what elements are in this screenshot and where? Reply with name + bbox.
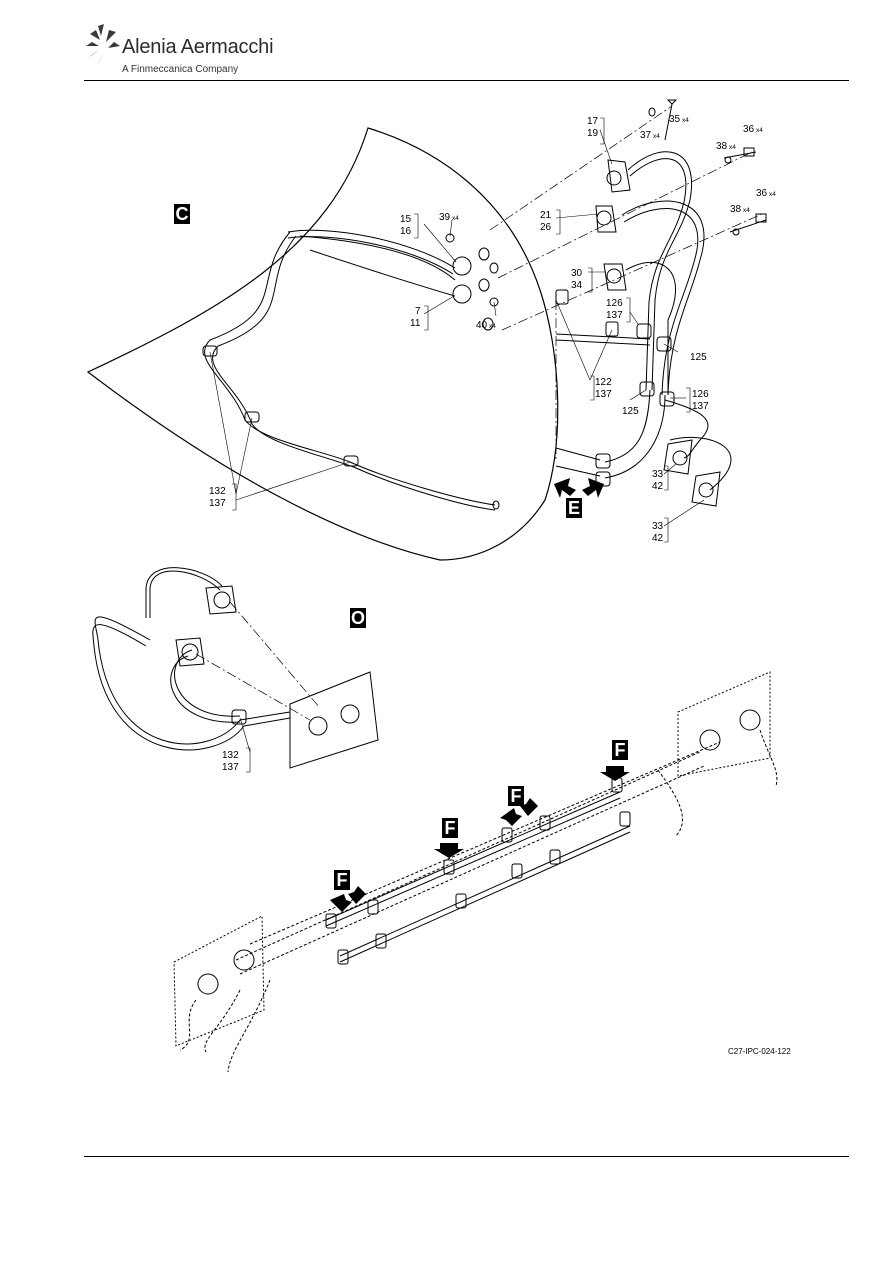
callout-15: 15 (400, 214, 412, 225)
view-tag-e: E (566, 498, 582, 518)
callout-40-mult: x4 (489, 323, 496, 330)
view-tag-o: O (350, 608, 366, 628)
view-o-centerlines (195, 601, 321, 721)
callout-35: 35 (669, 114, 681, 125)
view-tag-c: C (174, 204, 190, 224)
callout-34: 34 (571, 280, 583, 291)
centerlines (489, 105, 763, 460)
callout-38a: 38 (716, 141, 728, 152)
svg-text:F: F (615, 740, 626, 760)
callout-17: 17 (587, 116, 599, 127)
view-e-arrows (554, 478, 604, 498)
callout-38b: 38 (730, 204, 742, 215)
view-tag-f-1: F (612, 740, 628, 760)
footer-rule (84, 1156, 849, 1157)
callout-137d: 137 (209, 498, 226, 509)
view-tag-f-2: F (508, 786, 524, 806)
callout-137b: 137 (595, 389, 612, 400)
callout-125a: 125 (690, 352, 707, 363)
callout-126a: 126 (606, 298, 623, 309)
svg-text:F: F (337, 870, 348, 890)
callout-36b: 36 (756, 188, 768, 199)
callout-42b: 42 (652, 533, 664, 544)
callout-39-mult: x4 (452, 215, 459, 222)
callout-137c: 137 (692, 401, 709, 412)
company-logo: Alenia Aermacchi A Finmeccanica Company (84, 22, 274, 82)
company-subtitle: A Finmeccanica Company (122, 64, 239, 75)
svg-text:C: C (176, 204, 189, 224)
callout-36a-mult: x4 (756, 127, 763, 134)
callout-7: 7 (415, 306, 421, 317)
callout-labels: 17 19 35 x4 37 x4 36 x4 38 x4 36 x4 38 x… (209, 114, 776, 773)
view-f-arrows (330, 766, 630, 912)
callout-39: 39 (439, 212, 451, 223)
view-o-detail (92, 567, 379, 769)
callout-36b-mult: x4 (769, 191, 776, 198)
callout-126b: 126 (692, 389, 709, 400)
callout-132b: 132 (222, 750, 239, 761)
callout-40: 40 (476, 320, 488, 331)
panel-outline (86, 127, 559, 561)
header-rule (84, 80, 849, 81)
callout-132a: 132 (209, 486, 226, 497)
callout-16: 16 (400, 226, 412, 237)
callout-19: 19 (587, 128, 599, 139)
fastener-hardware (648, 99, 767, 236)
callout-42a: 42 (652, 481, 664, 492)
callout-125b: 125 (622, 406, 639, 417)
callout-brackets (232, 117, 691, 773)
view-tag-f-4: F (334, 870, 350, 890)
callout-36a: 36 (743, 124, 755, 135)
callout-26: 26 (540, 222, 552, 233)
view-tag-f-3: F (442, 818, 458, 838)
callout-37-mult: x4 (653, 133, 660, 140)
callout-37: 37 (640, 130, 652, 141)
callout-38a-mult: x4 (729, 144, 736, 151)
right-harness (555, 151, 732, 491)
logo-mark-icon (86, 24, 120, 66)
rail-clamps (325, 777, 631, 965)
callout-122: 122 (595, 377, 612, 388)
panel-clamps (202, 345, 359, 467)
callout-137e: 137 (222, 762, 239, 773)
svg-text:O: O (351, 608, 365, 628)
company-name: Alenia Aermacchi (122, 36, 274, 58)
callout-21: 21 (540, 210, 552, 221)
callout-137a: 137 (606, 310, 623, 321)
callout-38b-mult: x4 (743, 207, 750, 214)
rail-assembly (173, 671, 778, 1073)
callout-30: 30 (571, 268, 583, 279)
svg-text:E: E (568, 498, 580, 518)
clamp-leader-lines (209, 351, 351, 501)
callout-33b: 33 (652, 521, 664, 532)
callout-11: 11 (410, 318, 421, 329)
leader-lines (423, 129, 705, 527)
panel-harness (204, 229, 500, 511)
drawing-reference: C27-IPC-024-122 (728, 1047, 791, 1056)
svg-text:F: F (511, 786, 522, 806)
callout-35-mult: x4 (682, 117, 689, 124)
callout-33a: 33 (652, 469, 664, 480)
svg-text:F: F (445, 818, 456, 838)
